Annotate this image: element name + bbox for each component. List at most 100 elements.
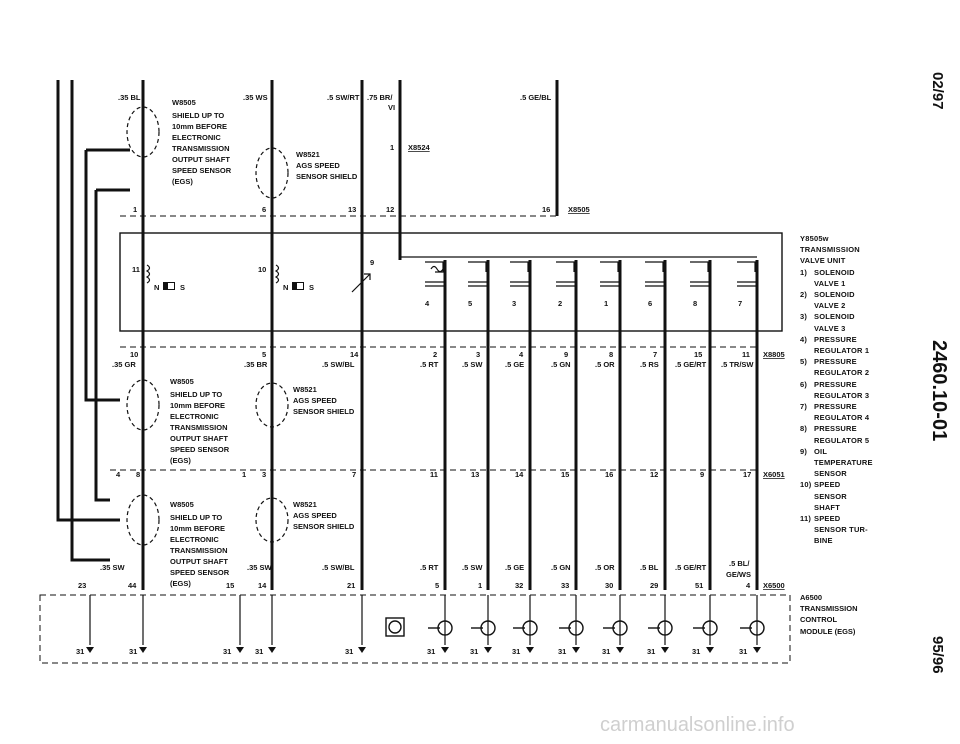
legend-item-number (800, 435, 814, 446)
shield-text: OUTPUT SHAFT (170, 434, 228, 443)
wire-label: .35 SW (100, 563, 126, 572)
legend-title-line: TRANSMISSION (800, 245, 860, 255)
legend-item-number (800, 390, 814, 401)
legend-item-number (800, 278, 814, 289)
shield-text: SENSOR SHIELD (293, 407, 355, 416)
ground-label: 31 (512, 647, 520, 656)
shield-text: 10mm BEFORE (170, 401, 225, 410)
wire-label: .75 BR/ (367, 93, 393, 102)
pin-number: 3 (262, 470, 266, 479)
legend-item-number: 1) (800, 267, 808, 277)
legend-item-line: SENSOR (800, 491, 920, 502)
legend-item-line: 2) SOLENOID (800, 289, 920, 300)
wire-label: .35 SW (247, 563, 273, 572)
solenoid-number: 4 (425, 299, 430, 308)
pin-number: 11 (430, 470, 438, 479)
pin-number: 8 (136, 470, 140, 479)
pin-number: 21 (347, 581, 355, 590)
sensor-pole-s: S (309, 283, 314, 292)
pin-number: 1 (390, 143, 394, 152)
legend-item-number: 2) (800, 290, 808, 300)
shield-text: SPEED SENSOR (172, 166, 232, 175)
solenoid-coil (556, 261, 576, 287)
pin-number: 33 (561, 581, 569, 590)
shield-text: 10mm BEFORE (172, 122, 227, 131)
wire-label: GE/WS (726, 570, 751, 579)
legend-item-number (800, 345, 814, 356)
ground-label: 31 (602, 647, 610, 656)
pin-number: 4 (519, 350, 524, 359)
shield-id: W8505 (172, 98, 196, 107)
sensor-pole-n: N (283, 283, 288, 292)
wire-label: .35 BR (244, 360, 268, 369)
legend-item-number: 11) (800, 514, 812, 524)
shield-text: ELECTRONIC (170, 412, 219, 421)
wire-label: .5 GE/RT (675, 563, 707, 572)
shield-ground-wire (70, 80, 110, 562)
driver-transistor-icon (559, 620, 584, 636)
shield-text: OUTPUT SHAFT (170, 557, 228, 566)
shield-symbol (255, 382, 289, 428)
pin-number: 16 (605, 470, 613, 479)
wire-label: .5 RT (420, 360, 439, 369)
legend-item-line: REGULATOR 5 (800, 435, 920, 446)
module-label-line: MODULE (EGS) (800, 626, 856, 636)
pin-number: 12 (386, 205, 394, 214)
legend-item-text: BINE (814, 536, 833, 546)
legend-item-line: REGULATOR 1 (800, 345, 920, 356)
legend-item-number: 9) (800, 446, 808, 456)
wire-label: .5 RT (420, 563, 439, 572)
ground-label: 31 (692, 647, 700, 656)
solenoid-number: 5 (468, 299, 472, 308)
driver-transistor-icon (740, 620, 765, 636)
wire-label: .5 SW/BL (322, 563, 355, 572)
legend-item-line: REGULATOR 2 (800, 367, 920, 378)
legend-item-number: 10) (800, 480, 812, 490)
shield-text: OUTPUT SHAFT (172, 155, 230, 164)
pin-number: 4 (116, 470, 121, 479)
pin-number: 1 (133, 205, 137, 214)
speed-sensor-coil (274, 264, 280, 284)
solenoid-coil (737, 261, 757, 287)
pin-number: 11 (132, 265, 140, 274)
solenoid-number: 1 (604, 299, 608, 308)
legend-item-text: PRESSURE (814, 424, 857, 434)
pin-number: 9 (564, 350, 568, 359)
page-revision: 95/96 (929, 636, 946, 674)
connector-label: X8524 (408, 143, 431, 152)
wire-label: .5 BL/ (729, 559, 750, 568)
legend-item-line: REGULATOR 4 (800, 412, 920, 423)
legend-item-text: SPEED (814, 480, 841, 490)
shield-text: (EGS) (170, 579, 191, 588)
shield-text: ELECTRONIC (170, 535, 219, 544)
legend-item-text: VALVE 2 (814, 301, 846, 311)
pin-number: 10 (130, 350, 138, 359)
legend-item-line: 5)PRESSURE (800, 356, 920, 367)
wire-label: .5 GE/BL (520, 93, 552, 102)
pin-number: 5 (435, 581, 439, 590)
solenoid-coil (468, 261, 488, 287)
shield-id: W8505 (170, 500, 194, 509)
legend-title-line: Y8505w (800, 234, 829, 243)
wire-label: .5 SW (462, 360, 483, 369)
legend-item-text: SENSOR (814, 491, 847, 501)
shield-text: AGS SPEED (293, 396, 337, 405)
ground-label: 31 (223, 647, 231, 656)
legend-item-number (800, 367, 814, 378)
control-module-outline (39, 594, 791, 664)
legend-item-text: SOLENOID (814, 290, 855, 300)
shield-ground-wire (56, 80, 120, 522)
solenoid-coil (510, 261, 530, 287)
shield-text: ELECTRONIC (172, 133, 221, 142)
pin-number: 14 (350, 350, 359, 359)
legend-item-number (800, 457, 814, 468)
connector-label: X6500 (763, 581, 785, 590)
legend-item-line: 6)PRESSURE (800, 379, 920, 390)
legend-item-number (800, 468, 814, 479)
legend-item-text: PRESSURE (814, 357, 857, 367)
solenoid-number: 6 (648, 299, 652, 308)
shield-text: AGS SPEED (293, 511, 337, 520)
pin-number: 8 (609, 350, 613, 359)
magnet-icon (292, 282, 304, 290)
